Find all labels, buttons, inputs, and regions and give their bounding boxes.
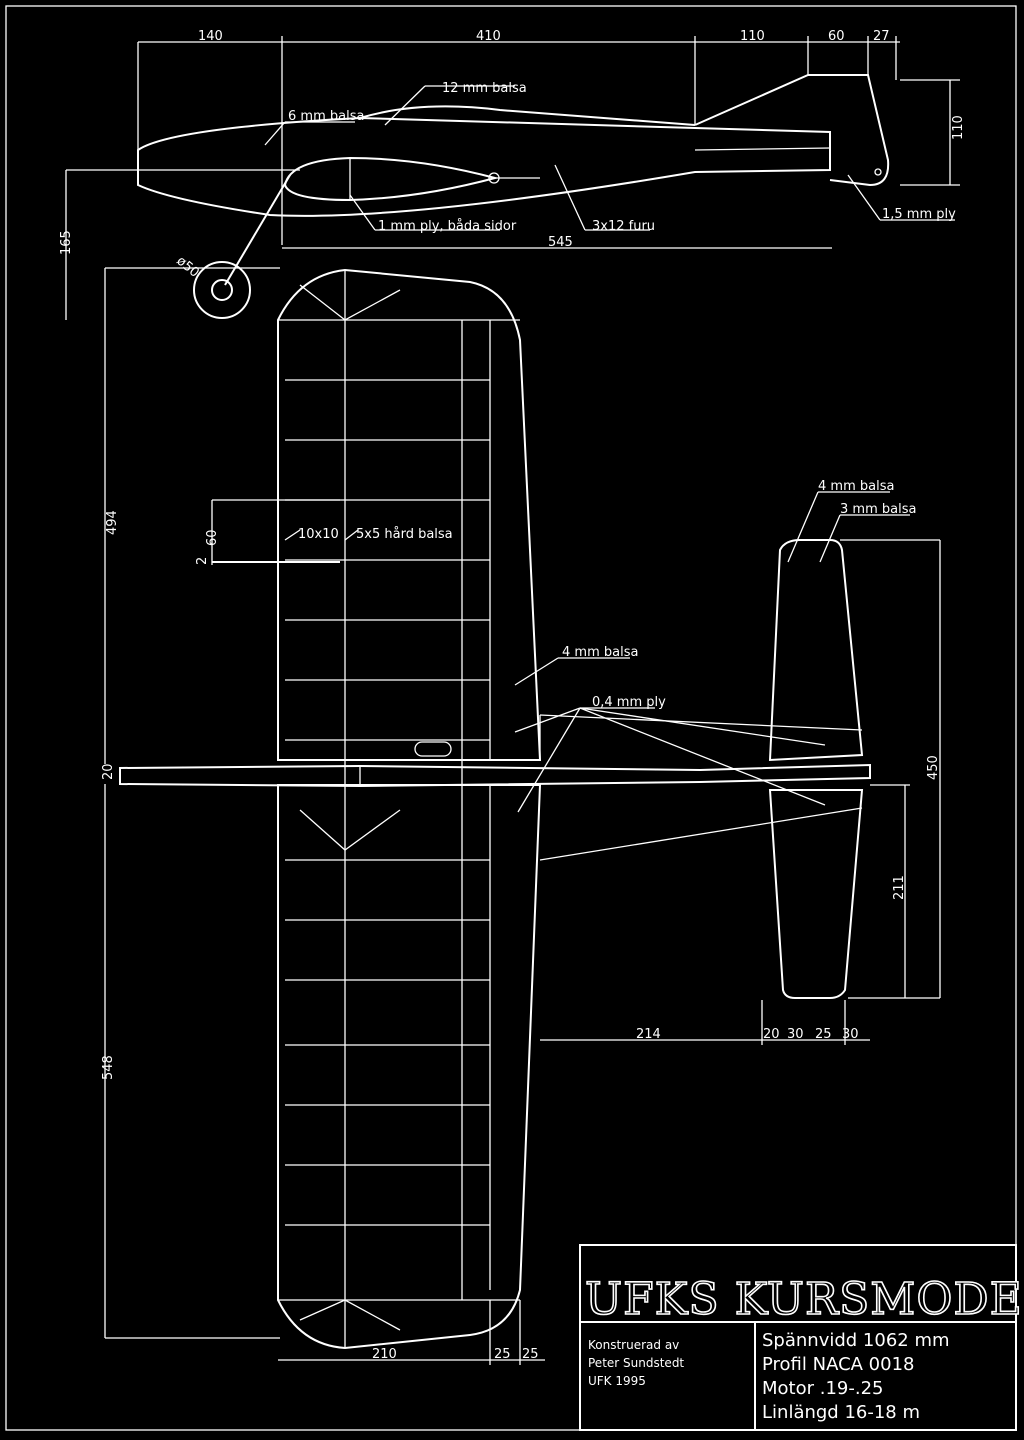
dim-60: 60 (828, 29, 845, 44)
label-0-4mm-ply: 0,4 mm ply (592, 695, 666, 710)
dim-30b: 30 (842, 1027, 859, 1042)
dim-140: 140 (198, 29, 223, 44)
dim-211: 211 (892, 875, 907, 900)
dim-110-side: 110 (951, 115, 966, 140)
label-6mm-balsa: 6 mm balsa (288, 109, 364, 124)
title-block: UFKS KURSMODELL Konstruerad av Peter Sun… (579, 1244, 1024, 1431)
dim-25a: 25 (494, 1347, 511, 1362)
label-1mm-ply: 1 mm ply, båda sidor (378, 219, 517, 234)
label-3x12-furu: 3x12 furu (592, 219, 655, 234)
label-12mm-balsa: 12 mm balsa (442, 81, 527, 96)
dim-494: 494 (105, 510, 120, 535)
dim-450: 450 (926, 755, 941, 780)
designer-line3: UFK 1995 (588, 1374, 646, 1388)
dim-60b: 60 (205, 529, 220, 546)
dim-165: 165 (59, 230, 74, 255)
spec-motor: Motor .19-.25 (762, 1378, 883, 1399)
label-4mm-balsa-wing: 4 mm balsa (562, 645, 638, 660)
top-dimension-chain: 140 410 110 60 27 (137, 29, 900, 245)
dim-548: 548 (101, 1055, 116, 1080)
label-10x10: 10x10 (298, 527, 339, 542)
label-3mm-balsa: 3 mm balsa (840, 502, 916, 517)
dim-20: 20 (101, 763, 116, 780)
dim-214: 214 (636, 1027, 661, 1042)
sheet-border (5, 5, 1017, 1431)
top-view-wing: 494 20 548 60 2 10x10 5x5 hård balsa 210… (101, 267, 871, 1365)
dim-210: 210 (372, 1347, 397, 1362)
label-5x5-hard-balsa: 5x5 hård balsa (356, 527, 453, 542)
label-4mm-balsa-stab: 4 mm balsa (818, 479, 894, 494)
dim-20b: 20 (763, 1027, 780, 1042)
dim-410: 410 (476, 29, 501, 44)
stabilizer: 450 211 214 20 30 25 30 4 mm balsa 3 mm … (514, 479, 941, 1045)
dim-545: 545 (548, 235, 573, 250)
title: UFKS KURSMODELL (585, 1274, 1024, 1325)
dim-110-top: 110 (740, 29, 765, 44)
dim-2: 2 (195, 557, 210, 565)
side-view-fuselage: 110 165 545 ø50 12 mm balsa 6 mm balsa 1… (59, 74, 966, 320)
spec-linlangd: Linlängd 16-18 m (762, 1402, 920, 1423)
dim-27: 27 (873, 29, 890, 44)
spec-profil: Profil NACA 0018 (762, 1354, 915, 1375)
designer-line2: Peter Sundstedt (588, 1356, 684, 1370)
label-1-5mm-ply: 1,5 mm ply (882, 207, 956, 222)
designer-line1: Konstruerad av (588, 1338, 679, 1352)
dim-25c: 25 (815, 1027, 832, 1042)
dim-25b: 25 (522, 1347, 539, 1362)
dim-30a: 30 (787, 1027, 804, 1042)
wheel-circle (193, 261, 251, 319)
spec-spannvidd: Spännvidd 1062 mm (762, 1330, 950, 1351)
wing-ribs (285, 284, 490, 1331)
